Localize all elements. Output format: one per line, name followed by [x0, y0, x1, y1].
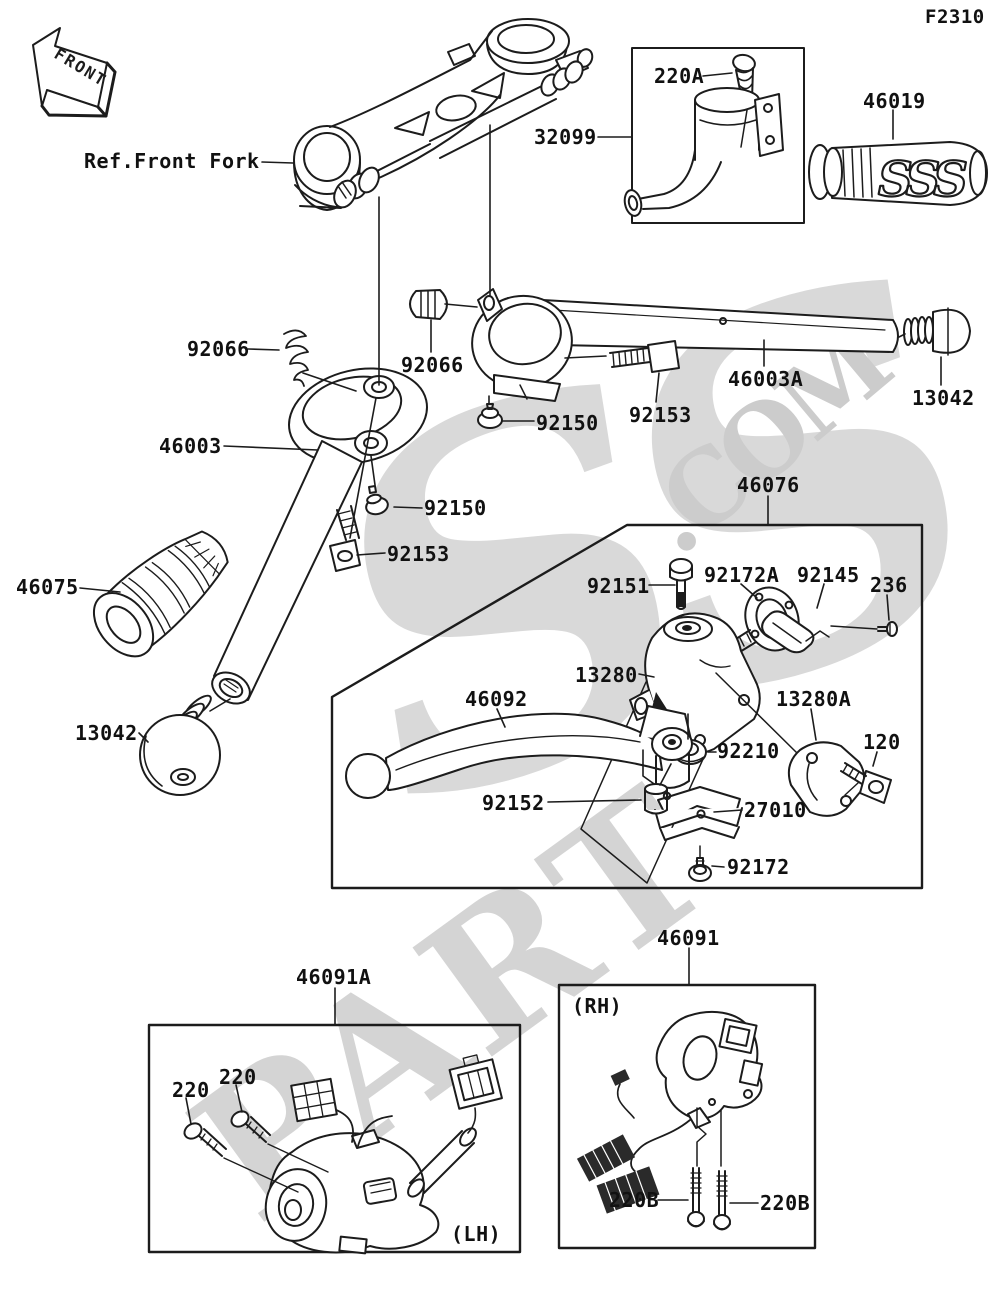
part-label-13280A: 13280A — [776, 687, 852, 711]
part-label-46091: 46091 — [657, 926, 720, 950]
part-label-13042-left: 13042 — [75, 721, 138, 745]
lh-switch-box — [147, 1023, 522, 1255]
part-label-46019: 46019 — [863, 89, 926, 113]
part-label-236: 236 — [870, 573, 908, 597]
part-label-92152: 92152 — [482, 791, 545, 815]
part-label-13042-right: 13042 — [912, 386, 975, 410]
left-clipon-drawing — [92, 329, 428, 796]
part-label-46076: 46076 — [737, 473, 800, 497]
grip-pattern-text: SSS — [878, 152, 966, 208]
front-arrow-icon: FRONT — [32, 27, 117, 118]
part-label-27010: 27010 — [744, 798, 807, 822]
part-label-46091A: 46091A — [296, 965, 372, 989]
part-label-120: 120 — [863, 730, 901, 754]
part-label-92066-right: 92066 — [401, 353, 464, 377]
part-label-92172: 92172 — [727, 855, 790, 879]
part-label-92151: 92151 — [587, 574, 650, 598]
part-label-92153-left: 92153 — [387, 542, 450, 566]
clutch-holder-box — [330, 523, 924, 890]
part-label-220A: 220A — [654, 64, 705, 88]
part-label-92150-left: 92150 — [424, 496, 487, 520]
part-label-lh: (LH) — [451, 1222, 502, 1246]
rh-switch-box — [557, 983, 817, 1250]
part-label-13280: 13280 — [575, 663, 638, 687]
part-label-46092: 46092 — [465, 687, 528, 711]
part-label-46003A: 46003A — [728, 367, 804, 391]
part-label-220B-1: 220B — [609, 1188, 660, 1212]
part-label-92153-right: 92153 — [629, 403, 692, 427]
part-label-32099: 32099 — [534, 125, 597, 149]
part-label-220B-2: 220B — [760, 1191, 811, 1215]
part-label-220-2: 220 — [219, 1065, 257, 1089]
throttle-case-box — [623, 47, 805, 224]
part-label-46075: 46075 — [16, 575, 79, 599]
part-label-rh: (RH) — [572, 994, 623, 1018]
right-clipon-drawing — [409, 288, 971, 429]
part-label-f2310: F2310 — [925, 6, 985, 28]
part-label-46003: 46003 — [159, 434, 222, 458]
part-label-92066-left: 92066 — [187, 337, 250, 361]
part-label-220-1: 220 — [172, 1078, 210, 1102]
part-label-92210: 92210 — [717, 739, 780, 763]
leader-lines — [79, 72, 942, 1204]
triple-clamp-drawing — [293, 18, 594, 211]
part-label-92172A: 92172A — [704, 563, 780, 587]
part-label-92145: 92145 — [797, 563, 860, 587]
part-label-ref-front-fork: Ref.Front Fork — [84, 149, 260, 173]
part-label-92150-right: 92150 — [536, 411, 599, 435]
right-grip-drawing: SSS — [808, 141, 988, 209]
